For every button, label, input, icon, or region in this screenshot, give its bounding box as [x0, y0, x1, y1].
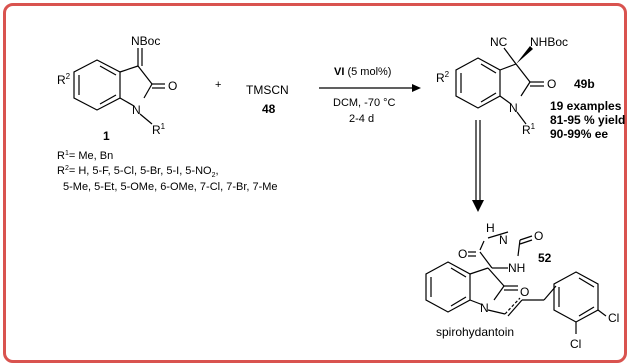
reactant-2-number: 48	[262, 102, 276, 116]
product-carbonyl-o: O	[547, 77, 556, 91]
scheme-drawing: NBoc O N R1 R2 1 R1= Me, Bn R2= H, 5-F, …	[57, 34, 625, 350]
reaction-scheme: NBoc O N R1 R2 1 R1= Me, Bn R2= H, 5-F, …	[3, 3, 627, 363]
final-o-left: O	[458, 247, 467, 261]
plus-sign: +	[215, 79, 221, 91]
reactant-1-r1-definition: R1= Me, Bn	[57, 150, 113, 162]
final-n-top: N	[499, 233, 508, 247]
conditions-catalyst-line: VI (5 mol%)	[334, 66, 391, 78]
final-nh: NH	[508, 261, 525, 275]
conditions-solvent-temperature: DCM, -70 °C	[333, 97, 396, 109]
product-result-ee: 90-99% ee	[550, 127, 608, 141]
product-result-yield: 81-95 % yield	[550, 113, 625, 127]
final-o-top: O	[534, 229, 543, 243]
product-number: 49b	[574, 77, 595, 91]
final-ring-n: N	[480, 301, 489, 315]
final-cl-2: Cl	[570, 337, 581, 350]
final-lactam-o: O	[520, 285, 529, 299]
final-name: spirohydantoin	[436, 325, 514, 339]
product-r2: R2	[436, 70, 450, 85]
conditions-time: 2-4 d	[349, 113, 374, 125]
product-result-examples: 19 examples	[550, 99, 622, 113]
product-49b-structure	[455, 46, 544, 125]
reactant-2-name: TMSCN	[246, 83, 289, 97]
product-ring-n: N	[509, 101, 518, 115]
final-cl-1: Cl	[608, 311, 619, 325]
final-h-top: H	[486, 221, 495, 235]
multistep-arrow-head	[472, 200, 484, 212]
reactant-1-r1: R1	[152, 122, 166, 137]
reactant-1-nboc-atom: NBoc	[131, 34, 160, 48]
product-nc-group: NC	[490, 35, 508, 49]
final-number: 52	[538, 251, 552, 265]
reactant-1-r2: R2	[57, 72, 71, 87]
product-r1: R1	[522, 122, 536, 137]
reactant-1-structure	[73, 48, 165, 125]
reactant-1-number: 1	[103, 129, 110, 143]
reaction-arrow-head	[412, 84, 421, 92]
reactant-1-ring-n: N	[132, 103, 141, 117]
reactant-1-r2-definition-line2: 5-Me, 5-Et, 5-OMe, 6-OMe, 7-Cl, 7-Br, 7-…	[63, 181, 278, 193]
reactant-1-r2-definition-line1: R2= H, 5-F, 5-Cl, 5-Br, 5-I, 5-NO2,	[57, 165, 219, 179]
product-nhboc-group: NHBoc	[530, 35, 568, 49]
reactant-1-carbonyl-o: O	[168, 79, 177, 93]
spirohydantoin-structure	[425, 231, 607, 334]
